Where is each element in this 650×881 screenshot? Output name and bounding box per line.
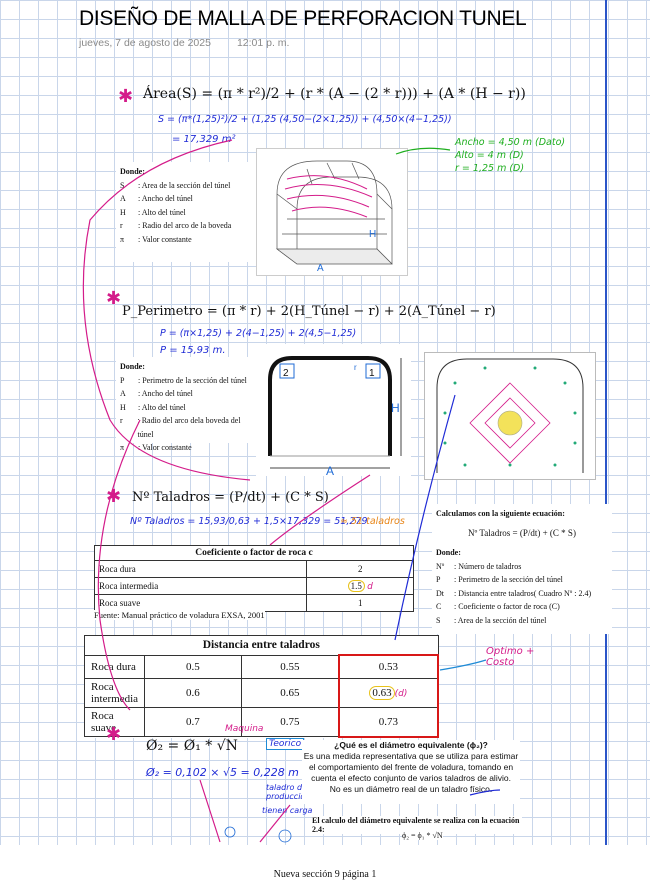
legend-row: P: Perimetro de la sección del túnel — [120, 375, 247, 385]
legend-row: r: Radio del arco de la boveda — [120, 221, 232, 230]
legend-row: H: Alto del túnel — [120, 402, 186, 412]
legend-title: Donde: — [436, 548, 461, 557]
page-title[interactable]: DISEÑO DE MALLA DE PERFORACION TUNEL — [79, 7, 527, 30]
page-footer: Nueva sección 9 página 1 — [273, 869, 377, 880]
calc-formula: Nº Taladros = (P/dt) + (C * S) — [468, 527, 576, 538]
fig-label-1: 1 — [369, 368, 375, 379]
legend-row: Nº: Número de taladros — [436, 561, 522, 571]
area-legend: Donde: S: Area de la sección del túnel A… — [116, 162, 256, 262]
diametro-formula: Ø₂ = Ø₁ * √N — [146, 738, 238, 754]
legend-row: r: Radio del arco dela boveda del túnel — [120, 416, 241, 439]
given-radio: r = 1,25 m (D) — [455, 163, 525, 174]
drill-pattern-drawing — [436, 358, 584, 473]
page-margin-line — [605, 0, 607, 845]
asterisk-icon: ✱ — [106, 288, 122, 309]
diametro-ref-formula: ϕ₂ = ϕ₁ * √N — [402, 831, 443, 840]
legend-row: π: Valor constante — [120, 443, 192, 452]
coef-mark: d — [367, 581, 373, 592]
tunnel-3d-drawing: H A — [275, 160, 393, 274]
legend-title: Donde: — [120, 167, 145, 176]
legend-row: A: Ancho del túnel — [120, 194, 193, 203]
diametro-question: ¿Qué es el diámetro equivalente (ϕ₂)? — [334, 740, 488, 750]
area-formula: Área(S) = (π * r²)/2 + (r * (A − (2 * r)… — [143, 86, 526, 102]
tunnel-section-drawing: 2 1 r H A — [268, 356, 402, 478]
asterisk-icon: ✱ — [118, 86, 134, 107]
fig-label-r: r — [354, 363, 357, 372]
fig-label-2: 2 — [283, 368, 289, 379]
taladros-legend: Calculamos con la siguiente ecuación: Nº… — [432, 504, 612, 634]
taladros-formula: Nº Taladros = (P/dt) + (C * S) — [132, 490, 329, 505]
page-date: jueves, 7 de agosto de 2025 12:01 p. m. — [79, 37, 289, 49]
area-hand-result: = 17,329 m² — [172, 134, 236, 145]
date-text: jueves, 7 de agosto de 2025 — [79, 37, 211, 49]
taladros-hand-calc: Nº Taladros = 15,93/0,63 + 1,5×17,329 = … — [130, 516, 368, 527]
asterisk-icon: ✱ — [106, 486, 122, 507]
coef-table: Coeficiente o factor de roca c Roca dura… — [93, 545, 414, 612]
onenote-page: DISEÑO DE MALLA DE PERFORACION TUNEL jue… — [0, 0, 650, 845]
asterisk-icon: ✱ — [106, 724, 122, 745]
annotation-strokes — [82, 139, 501, 843]
given-alto: Alto = 4 m (D) — [455, 150, 524, 161]
label-teorico: Teorico — [266, 738, 305, 750]
given-ancho: Ancho = 4,50 m (Dato) — [455, 137, 566, 148]
diametro-hand-note: taladro de producción — [266, 783, 311, 801]
legend-row: C: Coeficiente o factor de roca (C) — [436, 602, 560, 611]
diametro-hand-note2: tienen carga — [262, 806, 313, 815]
perimetro-formula: P_Perimetro = (π * r) + 2(H_Túnel − r) +… — [122, 304, 496, 319]
perimetro-legend: Donde: P: Perimetro de la sección del tú… — [116, 357, 259, 452]
diametro-hand-calc: Ø₂ = 0,102 × √5 = 0,228 m — [146, 766, 299, 779]
legend-row: S: Area de la sección del túnel — [436, 615, 547, 625]
perimetro-hand-calc: P = (π×1,25) + 2(4−1,25) + 2(4,5−1,25) — [160, 328, 357, 339]
legend-row: H: Alto del túnel — [120, 207, 186, 217]
time-text: 12:01 p. m. — [236, 37, 290, 49]
legend-row: P: Perimetro de la sección del túnel — [436, 575, 563, 584]
legend-row: A: Ancho del túnel — [120, 389, 193, 398]
legend-row: S: Area de la sección del túnel — [120, 180, 231, 190]
area-givens: Ancho = 4,50 m (Dato) Alto = 4 m (D) r =… — [455, 136, 565, 175]
fig-label-h: H — [391, 401, 400, 415]
legend-row: π: Valor constante — [120, 234, 192, 244]
diametro-ref: El calculo del diámetro equivalente se r… — [312, 816, 522, 834]
perimetro-hand-result: P = 15,93 m. — [160, 345, 226, 356]
tunnel-3d-figure: H A — [256, 148, 408, 276]
fig-label-a: A — [317, 263, 324, 274]
fig-label-a: A — [326, 464, 334, 476]
diametro-explanation: ¿Qué es el diámetro equivalente (ϕ₂)? Es… — [302, 740, 520, 804]
drill-pattern-figure — [424, 352, 596, 480]
coef-source: Fuente: Manual práctico de voladura EXSA… — [94, 610, 265, 620]
dist-note: Optimo + Costo — [486, 646, 535, 668]
area-hand-calc: S = (π*(1,25)²)/2 + (1,25 (4,50−(2×1,25)… — [158, 114, 452, 125]
tunnel-section-figure: 2 1 r H A — [256, 344, 411, 478]
legend-title: Donde: — [120, 362, 145, 371]
diametro-answer: Es una medida representativa que se util… — [303, 751, 519, 783]
legend-row: Dt: Distancia entre taladros( Cuadro Nº … — [436, 588, 592, 598]
dist-mark: (d) — [394, 689, 408, 699]
diametro-answer2: No es un diámetro real de un taladro fís… — [329, 784, 493, 794]
fig-label-h: H — [369, 229, 376, 240]
calc-title: Calculamos con la siguiente ecuación: — [436, 509, 565, 518]
taladros-hand-result: ≈ 51 taladros — [340, 516, 405, 527]
label-maquina: Maquina — [225, 724, 264, 734]
